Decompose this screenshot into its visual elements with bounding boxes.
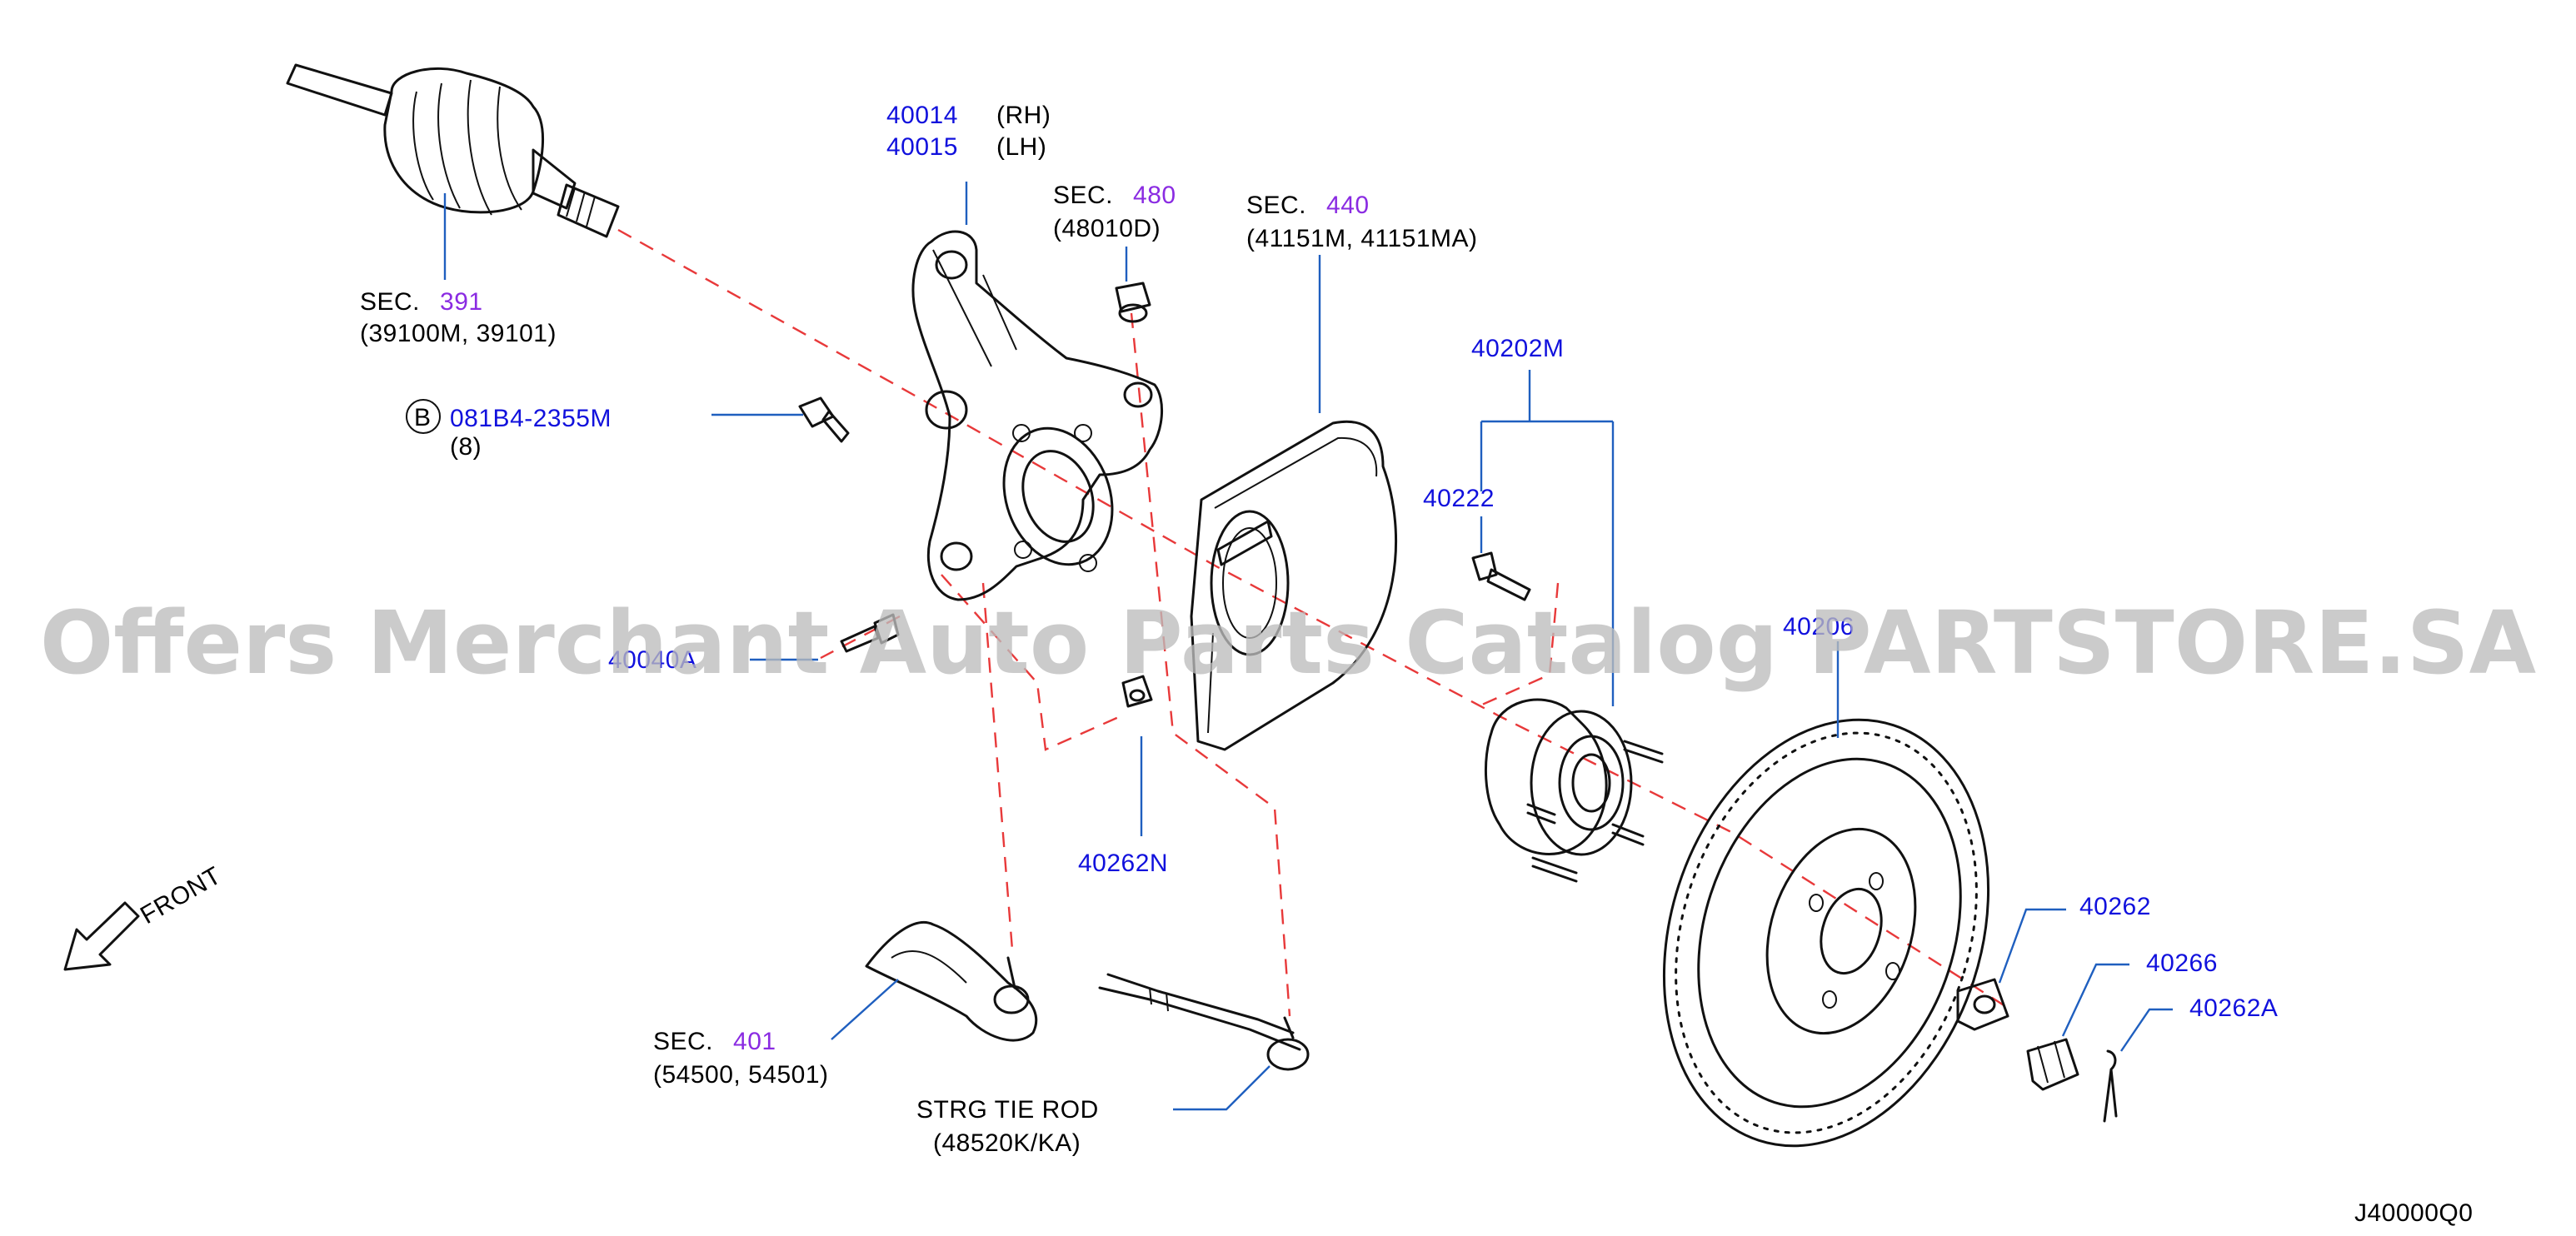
leader-lines: [443, 182, 2173, 1111]
part-list: (41151M, 41151MA): [1246, 225, 1478, 252]
callout-tie-rod: STRG TIE ROD (48520K/KA): [916, 1096, 1099, 1157]
callout-sec-401: SEC. 401 (54500, 54501): [653, 1028, 829, 1089]
baffle-plate: [1190, 420, 1398, 751]
front-arrow: FRONT: [63, 862, 226, 971]
quantity: (8): [450, 433, 482, 461]
callout-sec-440: SEC. 440 (41151M, 41151MA): [1246, 192, 1478, 252]
part-number-40202m[interactable]: 40202M: [1471, 335, 1564, 362]
part-number-081b4-2355m[interactable]: 081B4-2355M: [450, 405, 612, 432]
section-number[interactable]: 440: [1326, 192, 1370, 219]
tie-rod: [1098, 973, 1310, 1071]
tie-rod-parts: (48520K/KA): [933, 1129, 1081, 1157]
sec-prefix: SEC.: [653, 1028, 713, 1055]
centerlines: [617, 228, 2009, 1017]
callout-bolt-b: B 081B4-2355M (8): [406, 399, 612, 461]
side-rh: (RH): [996, 102, 1051, 129]
sec-prefix: SEC.: [1246, 192, 1306, 219]
sec-prefix: SEC.: [1053, 182, 1113, 209]
part-number-40262[interactable]: 40262: [2079, 893, 2151, 920]
part-list: (54500, 54501): [653, 1061, 829, 1089]
diagram-code: J40000Q0: [2354, 1199, 2473, 1227]
callout-knuckle: 40014 (RH) 40015 (LH): [886, 102, 1051, 161]
sec-prefix: SEC.: [360, 288, 420, 316]
svg-text:SEC.480: SEC. 480: [1053, 182, 1176, 209]
lower-arm: [865, 920, 1038, 1042]
side-lh: (LH): [996, 133, 1046, 161]
front-label: FRONT: [136, 862, 226, 929]
b-badge: B: [414, 404, 432, 431]
steering-knuckle: [911, 230, 1164, 601]
section-number[interactable]: 480: [1133, 182, 1176, 209]
callout-drive-shaft: SEC. 391 (39100M, 39101): [360, 288, 557, 347]
b-badge-circle: [406, 399, 441, 434]
part-number-knuckle-lh[interactable]: 40015: [886, 133, 958, 161]
section-number[interactable]: 391: [440, 288, 483, 316]
part-number-40222[interactable]: 40222: [1423, 485, 1495, 512]
drive-shaft: [286, 63, 620, 238]
part-number-40206[interactable]: 40206: [1783, 613, 1855, 640]
part-number-40262n[interactable]: 40262N: [1078, 850, 1168, 877]
section-number[interactable]: 401: [733, 1028, 776, 1055]
svg-text:SEC.440: SEC. 440: [1246, 192, 1370, 219]
watermark: Offers Merchant Auto Parts Catalog PARTS…: [40, 592, 2536, 694]
part-number-40266[interactable]: 40266: [2146, 949, 2218, 977]
callout-sec-480: SEC. 480 (48010D): [1053, 182, 1176, 242]
tie-rod-name: STRG TIE ROD: [916, 1096, 1099, 1124]
brake-rotor: [1662, 718, 1990, 1148]
part-number-40040a[interactable]: 40040A: [608, 646, 696, 674]
svg-text:SEC.391: SEC. 391: [360, 288, 483, 316]
svg-text:SEC.401: SEC. 401: [653, 1028, 776, 1055]
part-list: (39100M, 39101): [360, 320, 557, 347]
part-number-40262a[interactable]: 40262A: [2189, 994, 2278, 1022]
part-number-knuckle-rh[interactable]: 40014: [886, 102, 958, 129]
hardware: [798, 282, 2118, 1123]
part-list: (48010D): [1053, 215, 1161, 242]
hub-assembly: [1485, 698, 1664, 883]
